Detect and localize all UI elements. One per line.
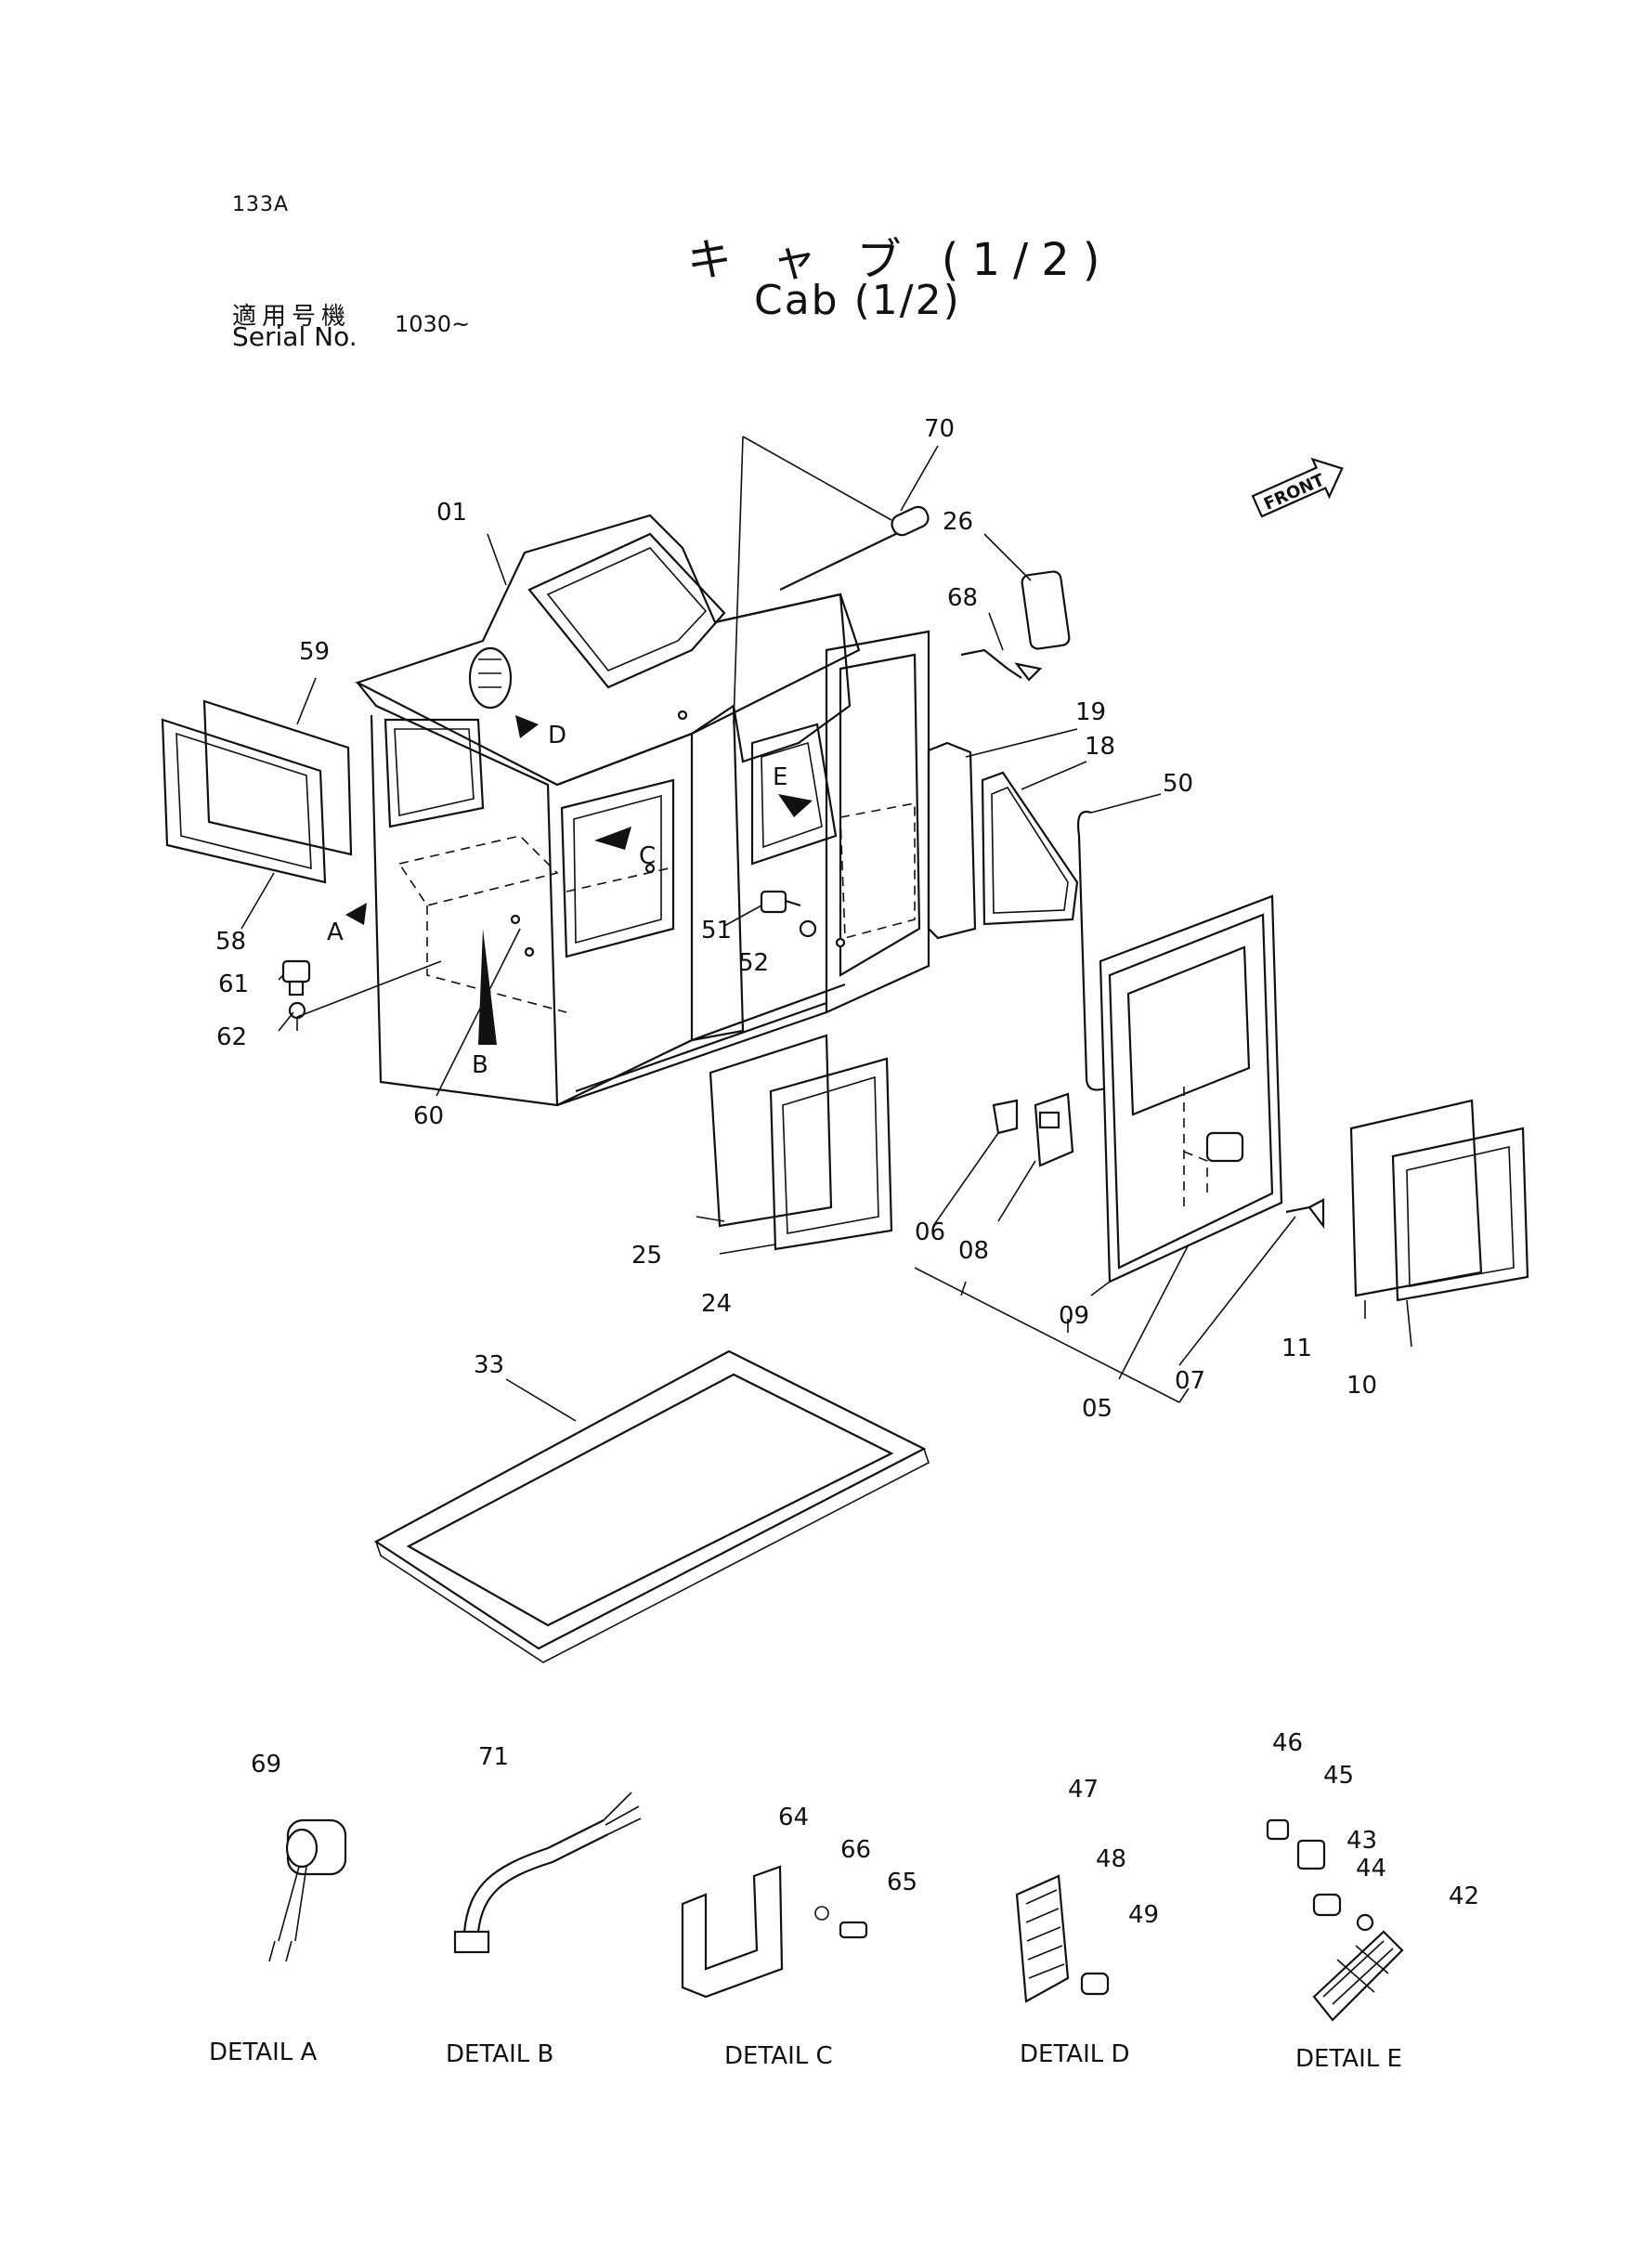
arrow-d-icon xyxy=(515,715,539,738)
callout-33: 33 xyxy=(474,1351,504,1379)
callout-48: 48 xyxy=(1096,1845,1126,1873)
callout-60: 60 xyxy=(413,1102,444,1130)
callout-62: 62 xyxy=(216,1023,247,1051)
part-05-door xyxy=(1099,894,1283,1283)
view-marker-e: E xyxy=(773,763,787,791)
part-70-antenna xyxy=(779,505,930,591)
callouts: 70 01 26 68 59 19 18 50 58 51 52 61 62 6… xyxy=(215,415,1479,1929)
callout-06: 06 xyxy=(915,1218,945,1246)
detail-labels: DETAIL A DETAIL B DETAIL C DETAIL D DETA… xyxy=(209,2039,1402,2073)
callout-25: 25 xyxy=(631,1242,662,1270)
detail-c-drawing xyxy=(681,1865,868,1999)
view-marker-b: B xyxy=(472,1051,488,1079)
callout-43: 43 xyxy=(1346,1827,1377,1855)
leader-lines xyxy=(241,445,1412,1422)
callout-42: 42 xyxy=(1449,1883,1479,1910)
callout-49: 49 xyxy=(1128,1901,1159,1929)
arrow-c-icon xyxy=(594,827,631,850)
cab-frame xyxy=(355,514,930,1107)
callout-65: 65 xyxy=(887,1869,917,1896)
callout-47: 47 xyxy=(1068,1776,1099,1804)
serial-number-value: 1030~ xyxy=(395,311,471,337)
callout-24: 24 xyxy=(701,1290,732,1318)
callout-46: 46 xyxy=(1272,1729,1303,1757)
arrow-a-icon xyxy=(345,903,367,925)
callout-50: 50 xyxy=(1163,770,1193,798)
front-direction-badge: FRONT xyxy=(1251,457,1344,518)
callout-05: 05 xyxy=(1082,1395,1112,1423)
roof-lamp xyxy=(468,646,513,710)
detail-d-label: DETAIL D xyxy=(1020,2040,1130,2068)
part-59-seal-58-glass xyxy=(161,699,353,884)
part-26-mirror xyxy=(1021,570,1071,650)
callout-64: 64 xyxy=(778,1804,809,1831)
detail-e-label: DETAIL E xyxy=(1295,2045,1402,2073)
detail-c-label: DETAIL C xyxy=(724,2042,833,2070)
arrow-b-icon xyxy=(478,929,497,1045)
part-19-seal-18-glass xyxy=(927,741,1079,940)
part-25-seal-24-glass xyxy=(709,1034,893,1251)
callout-71: 71 xyxy=(478,1743,509,1771)
callout-52: 52 xyxy=(738,949,769,977)
title-japanese: キ ャ ブ (1/2) xyxy=(687,234,1113,286)
detail-a-label: DETAIL A xyxy=(209,2039,318,2066)
arrow-e-icon xyxy=(778,794,813,817)
callout-68: 68 xyxy=(947,584,978,612)
page-code: 133A xyxy=(232,193,290,216)
callout-45: 45 xyxy=(1323,1762,1354,1790)
callout-01: 01 xyxy=(436,499,467,527)
detail-b-label: DETAIL B xyxy=(446,2040,553,2068)
callout-61: 61 xyxy=(218,971,249,998)
serial-label-english: Serial No. xyxy=(232,321,358,352)
title-english: Cab (1/2) xyxy=(754,277,961,324)
part-51-52-bolt xyxy=(760,890,817,938)
view-arrows xyxy=(345,715,813,1045)
callout-19: 19 xyxy=(1075,698,1106,726)
part-33-floor-mat xyxy=(373,1349,930,1663)
detail-e-drawing xyxy=(1266,1818,1404,2022)
callout-10: 10 xyxy=(1346,1372,1377,1400)
callout-26: 26 xyxy=(943,508,973,536)
callout-69: 69 xyxy=(251,1751,281,1778)
detail-d-drawing xyxy=(1015,1874,1110,2003)
view-marker-a: A xyxy=(327,919,344,946)
callout-07: 07 xyxy=(1175,1367,1205,1395)
view-marker-letters: A B C D E xyxy=(327,722,787,1079)
callout-11: 11 xyxy=(1281,1335,1312,1362)
view-marker-c: C xyxy=(639,842,656,870)
part-61-62-bolt xyxy=(281,959,311,1020)
callout-18: 18 xyxy=(1085,733,1115,761)
callout-08: 08 xyxy=(958,1237,989,1265)
detail-b-drawing xyxy=(453,1791,642,1954)
callout-09: 09 xyxy=(1059,1302,1089,1330)
callout-51: 51 xyxy=(701,917,732,945)
callout-66: 66 xyxy=(840,1836,871,1864)
detail-a-drawing xyxy=(268,1818,347,1962)
callout-59: 59 xyxy=(299,638,330,666)
callout-44: 44 xyxy=(1356,1855,1386,1883)
callout-58: 58 xyxy=(215,928,246,956)
part-11-seal-10-glass xyxy=(1349,1099,1529,1302)
serial-label-japanese: 適用号機 xyxy=(232,303,352,331)
callout-70: 70 xyxy=(924,415,955,443)
view-marker-d: D xyxy=(548,722,566,749)
part-06-08-latch xyxy=(992,1092,1074,1167)
